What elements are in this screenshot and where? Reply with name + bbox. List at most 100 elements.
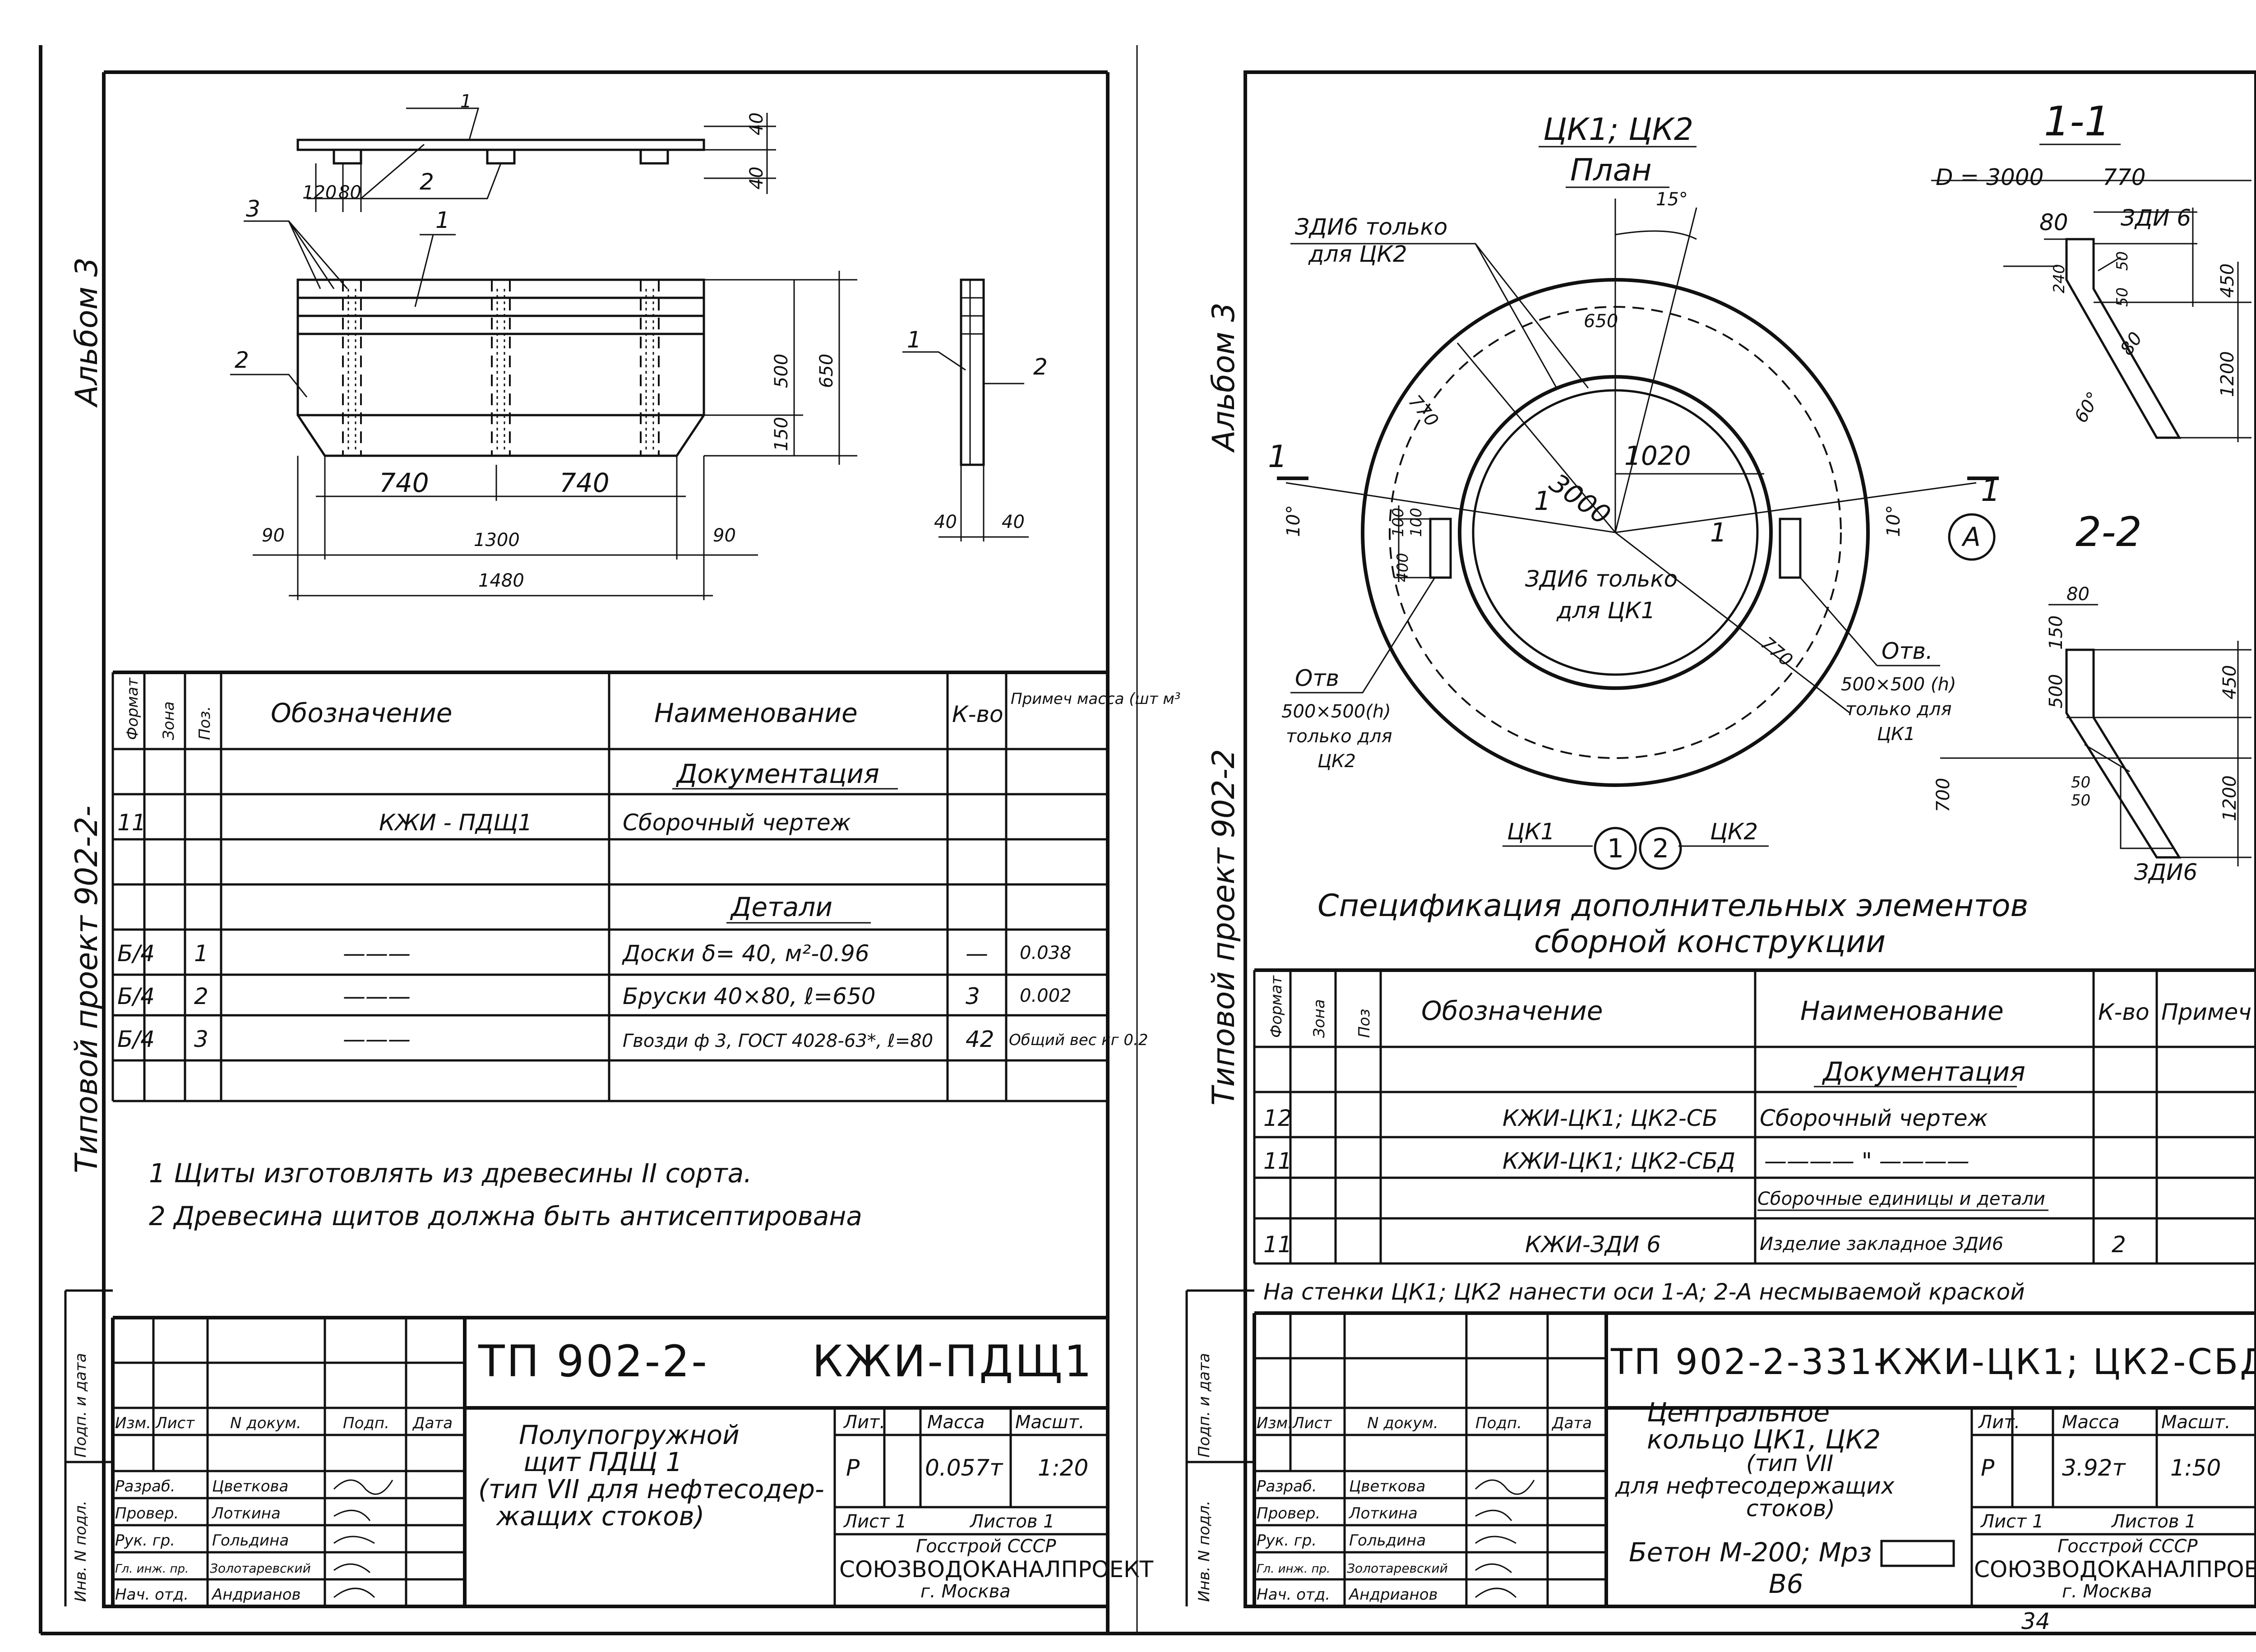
r-spec-row-3-format: 11 bbox=[1263, 1148, 1292, 1174]
dim-500: 500 bbox=[771, 354, 792, 388]
s11-lbl-D: D = 3000 bbox=[1936, 164, 2043, 190]
col-format-header: Формат bbox=[124, 677, 142, 740]
section-1-1: 1-1 D = 3000 770 80 ЗДИ 6 240 50 50 450 … bbox=[1931, 98, 2251, 442]
right-sign-h4: Подп. bbox=[1475, 1414, 1522, 1432]
left-title-block: ТП 902-2- КЖИ-ПДЩ1 Полупогружной щит ПДЩ… bbox=[64, 1289, 1154, 1606]
right-signatures bbox=[1475, 1479, 1535, 1598]
r-spec-row-4-name: Сборочные единицы и детали bbox=[1757, 1189, 2045, 1209]
dim-90-b: 90 bbox=[713, 525, 736, 546]
spec-row-1-name: Документация bbox=[675, 759, 879, 789]
left-org-1: Госстрой СССР bbox=[916, 1536, 1056, 1557]
left-sign-h2: Лист bbox=[155, 1414, 195, 1432]
ring-plan-view: ЦК1; ЦК2 План ЗДИ6 только для ЦК2 15° 65… bbox=[1268, 112, 2000, 870]
callout-3: 3 bbox=[246, 196, 260, 222]
spec-row-2-name: Сборочный чертеж bbox=[623, 810, 851, 836]
plan-lbl-otv-7: только для bbox=[1845, 699, 1952, 720]
callout-2: 2 bbox=[420, 169, 434, 195]
plan-lbl-15: 15° bbox=[1656, 189, 1688, 210]
right-doc-code: ТП 902-2-331- bbox=[1610, 1342, 1888, 1383]
board-elevation-view: 1 2 40 40 120 80 bbox=[296, 91, 776, 212]
left-sheet: Альбом 3 Типовой проект 902-2- 1 2 40 40… bbox=[39, 45, 2256, 1635]
right-desc-4: для нефтесодержащих bbox=[1615, 1473, 1895, 1499]
col-pos-header: Поз. bbox=[196, 706, 214, 740]
left-lit: Р bbox=[846, 1455, 860, 1481]
left-mass: 0.057т bbox=[925, 1455, 1003, 1481]
left-spec-table: Формат Зона Поз. Обозначение Наименовани… bbox=[111, 671, 1181, 1102]
dim-40-c: 40 bbox=[934, 512, 957, 532]
right-desc-1: Центральное bbox=[1647, 1397, 1830, 1428]
plan-lbl-otv-3: только для bbox=[1286, 726, 1392, 747]
right-desc-3: (тип VII bbox=[1746, 1450, 1833, 1476]
plan-lbl-zdi-1: ЗДИ6 только bbox=[1295, 214, 1447, 240]
spec-row-6-pos: 2 bbox=[194, 983, 208, 1009]
section-mark-1-left: 1 bbox=[1268, 439, 1287, 475]
dim-150: 150 bbox=[771, 417, 792, 451]
right-side-sign: Подп. и дата bbox=[1195, 1353, 1213, 1458]
s11-lbl-1200: 1200 bbox=[2217, 351, 2238, 397]
r-spec-row-5-format: 11 bbox=[1263, 1231, 1292, 1258]
left-org-3: г. Москва bbox=[920, 1581, 1011, 1602]
plan-lbl-1020: 1020 bbox=[1624, 440, 1691, 471]
s11-lbl-60: 60° bbox=[2071, 389, 2104, 426]
spec-title-1: Спецификация дополнительных элементов bbox=[1318, 888, 2029, 924]
right-spec-table: Формат Зона Поз Обозначение Наименование… bbox=[1253, 968, 2256, 1265]
dim-90-a: 90 bbox=[262, 525, 285, 546]
r-spec-row-5-qty: 2 bbox=[2112, 1231, 2126, 1258]
s22-lbl-zdi: ЗДИ6 bbox=[2134, 859, 2197, 885]
right-doc-number: КЖИ-ЦК1; ЦК2-СБД bbox=[1877, 1342, 2256, 1383]
col-qty-header: К-во bbox=[952, 701, 1003, 727]
plan-lbl-zdi-2: для ЦК2 bbox=[1308, 241, 1407, 267]
s22-lbl-150: 150 bbox=[2046, 615, 2066, 650]
callout-1b: 1 bbox=[435, 207, 450, 233]
left-org-2: СОЮЗВОДОКАНАЛПРОЕКТ bbox=[839, 1556, 1154, 1583]
right-role-5: Нач. отд. bbox=[1257, 1586, 1330, 1604]
left-sheets: Листов 1 bbox=[969, 1511, 1055, 1532]
axis-marker-A: A bbox=[1961, 522, 1981, 552]
right-sheet: Лист 1 bbox=[1980, 1511, 2044, 1532]
left-scale: 1:20 bbox=[1038, 1455, 1088, 1481]
spec-row-5-qty: — bbox=[966, 940, 988, 967]
right-sign-h2: Лист bbox=[1292, 1414, 1332, 1432]
left-notes: 1 Щиты изготовлять из древесины II сорта… bbox=[149, 1158, 862, 1231]
r-col-note: Примеч bbox=[2161, 999, 2251, 1025]
plan-lbl-otv-2: 500×500(h) bbox=[1281, 701, 1391, 722]
s11-lbl-770: 770 bbox=[2103, 164, 2145, 190]
s11-lbl-50b: 50 bbox=[2113, 287, 2131, 307]
right-lit-label: Лит. bbox=[1978, 1412, 2020, 1433]
right-scale: 1:50 bbox=[2170, 1455, 2221, 1481]
spec-row-7-note: Общий вес кг 0.2 bbox=[1009, 1031, 1148, 1049]
r-col-zone: Зона bbox=[1310, 999, 1328, 1038]
right-sheet: Альбом 3 Типовой проект 902-2 ЦК1; ЦК2 П… bbox=[1185, 70, 2256, 1634]
shield-side-view: 1 2 40 40 bbox=[902, 278, 1048, 541]
axis-1-right: 1 bbox=[1710, 517, 1727, 548]
left-role-3: Рук. гр. bbox=[115, 1532, 175, 1550]
spec-row-6-name: Бруски 40×80, ℓ=650 bbox=[623, 983, 876, 1009]
frost-grade-box bbox=[1880, 1540, 1955, 1567]
spec-row-6-note: 0.002 bbox=[1020, 986, 1072, 1006]
left-scale-label: Масшт. bbox=[1015, 1412, 1085, 1433]
dim-40-a: 40 bbox=[746, 112, 767, 135]
right-side-project: Типовой проект 902-2 bbox=[1206, 749, 1242, 1106]
right-org-1: Госстрой СССР bbox=[2057, 1536, 2198, 1557]
right-scale-label: Масшт. bbox=[2161, 1412, 2231, 1433]
plan-lbl-ck1: ЦК1 bbox=[1507, 819, 1555, 845]
plan-lbl-650: 650 bbox=[1584, 311, 1618, 332]
left-desc-2: щит ПДЩ 1 bbox=[523, 1447, 682, 1477]
plan-lbl-otv-6: 500×500 (h) bbox=[1841, 674, 1956, 695]
right-role-1: Разраб. bbox=[1257, 1477, 1317, 1495]
s22-lbl-80: 80 bbox=[2066, 584, 2090, 605]
right-lit: Р bbox=[1981, 1455, 1995, 1481]
spec-row-5-designation: ——— bbox=[343, 940, 411, 967]
spec-row-5-note: 0.038 bbox=[1020, 943, 1072, 963]
left-mass-label: Масса bbox=[927, 1412, 985, 1433]
plan-subtitle: План bbox=[1570, 153, 1652, 188]
left-name-2: Лоткина bbox=[211, 1504, 281, 1522]
side-callout-2: 2 bbox=[1033, 354, 1048, 380]
side-callout-1: 1 bbox=[907, 327, 921, 353]
note-1: 1 Щиты изготовлять из древесины II сорта… bbox=[149, 1158, 752, 1189]
section-mark-1-right: 1 bbox=[1981, 473, 2000, 509]
plan-lbl-zdi-4: для ЦК1 bbox=[1556, 597, 1655, 624]
right-role-3: Рук. гр. bbox=[1257, 1532, 1317, 1550]
r-spec-row-5-designation: КЖИ-ЗДИ 6 bbox=[1525, 1231, 1661, 1258]
side-project-label: Типовой проект 902-2- bbox=[69, 805, 105, 1173]
